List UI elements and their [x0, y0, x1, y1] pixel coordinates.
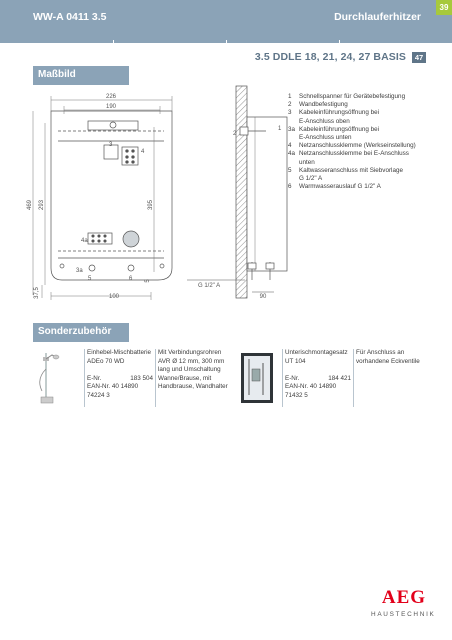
accessory-name: Einhebel-Mischbatterie	[87, 349, 152, 356]
callout-2-label: 2	[233, 131, 237, 137]
accessory-desc-2: Für Anschluss an vorhandene Eckventile	[356, 349, 420, 365]
dim-90-label: 90	[260, 294, 267, 300]
aeg-logo: AEG	[382, 587, 426, 605]
accessory-model: ADEo 70 WD	[87, 357, 125, 365]
divider	[155, 349, 156, 407]
header-tick	[113, 40, 114, 43]
chapter-title: Durchlauferhitzer	[334, 11, 421, 23]
callout-4a-label: 4a	[81, 238, 88, 244]
legend-row: E-Anschluss unten	[299, 134, 352, 142]
logo-brand: AEG	[382, 587, 426, 605]
header-tick	[226, 40, 227, 43]
divider	[282, 349, 283, 407]
dim-293-label: 293	[39, 199, 45, 210]
section-title-dimensions: Maßbild	[38, 69, 76, 80]
accessory-name: Unterischmontagesatz	[285, 349, 348, 356]
accessory-model: UT 104	[285, 357, 306, 365]
section-bar-dimensions: Maßbild	[33, 66, 129, 85]
pipe-thread-label: G 1/2" A	[198, 283, 220, 289]
accessory-enr: E-Nr.184 421	[285, 374, 351, 382]
front-view	[50, 110, 173, 281]
legend-row: E-Anschluss oben	[299, 117, 350, 125]
dim-190-label: 190	[106, 104, 117, 110]
corner-page-badge: 39	[436, 0, 452, 15]
accessory-enr: E-Nr.183 504	[87, 374, 153, 382]
callout-6-label: 6	[129, 276, 133, 282]
accessory-desc-1: Mit Verbindungsrohren AVR Ø 12 mm, 300 m…	[158, 349, 228, 391]
divider	[353, 349, 354, 407]
product-title: 3.5 DDLE 18, 21, 24, 27 BASIS	[254, 51, 406, 63]
dim-37-5-label: 37,5	[34, 287, 40, 299]
legend-row: G 1/2" A	[299, 175, 323, 183]
callout-5-label: 5	[88, 276, 92, 282]
callout-3-label: 3	[109, 142, 113, 148]
dim-100-label: 100	[109, 294, 120, 300]
dim-226-label: 226	[106, 94, 117, 100]
under-sink-kit-image	[241, 353, 273, 403]
header-bar: WW-A 0411 3.5 Durchlauferhitzer 39	[0, 0, 452, 43]
dimension-drawing: 226 190 469 293 395 37,5 100 5 3 4 4a 3a…	[27, 85, 288, 300]
mixer-tap-image	[39, 353, 60, 404]
section-bar-accessories: Sonderzubehör	[33, 323, 129, 342]
dim-469-label: 469	[27, 199, 33, 210]
callout-4-label: 4	[141, 149, 145, 155]
divider	[84, 349, 85, 407]
accessory-card-1: Einhebel-Mischbatterie ADEo 70 WD E-Nr.1…	[87, 349, 153, 401]
legend-row: unten	[299, 158, 315, 166]
accessory-card-2: Unterischmontagesatz UT 104 E-Nr.184 421…	[285, 349, 351, 401]
dim-5-label: 5	[145, 279, 151, 283]
logo-subtitle: HAUSTECHNIK	[371, 611, 436, 618]
page-number: 47	[412, 51, 426, 63]
callout-3a-label: 3a	[76, 268, 83, 274]
product-title-row: 3.5 DDLE 18, 21, 24, 27 BASIS 47	[255, 51, 426, 63]
accessory-ean: EAN-Nr. 40 14890 74224 3	[87, 383, 139, 399]
accessory-ean: EAN-Nr. 40 14890 71432 5	[285, 383, 337, 399]
front-dimensions	[32, 96, 173, 300]
side-view	[187, 85, 288, 299]
header-tick	[339, 40, 340, 43]
callout-1-label: 1	[278, 126, 282, 132]
document-code: WW-A 0411 3.5	[33, 11, 107, 23]
section-title-accessories: Sonderzubehör	[38, 326, 112, 337]
dim-395-label: 395	[148, 199, 154, 210]
